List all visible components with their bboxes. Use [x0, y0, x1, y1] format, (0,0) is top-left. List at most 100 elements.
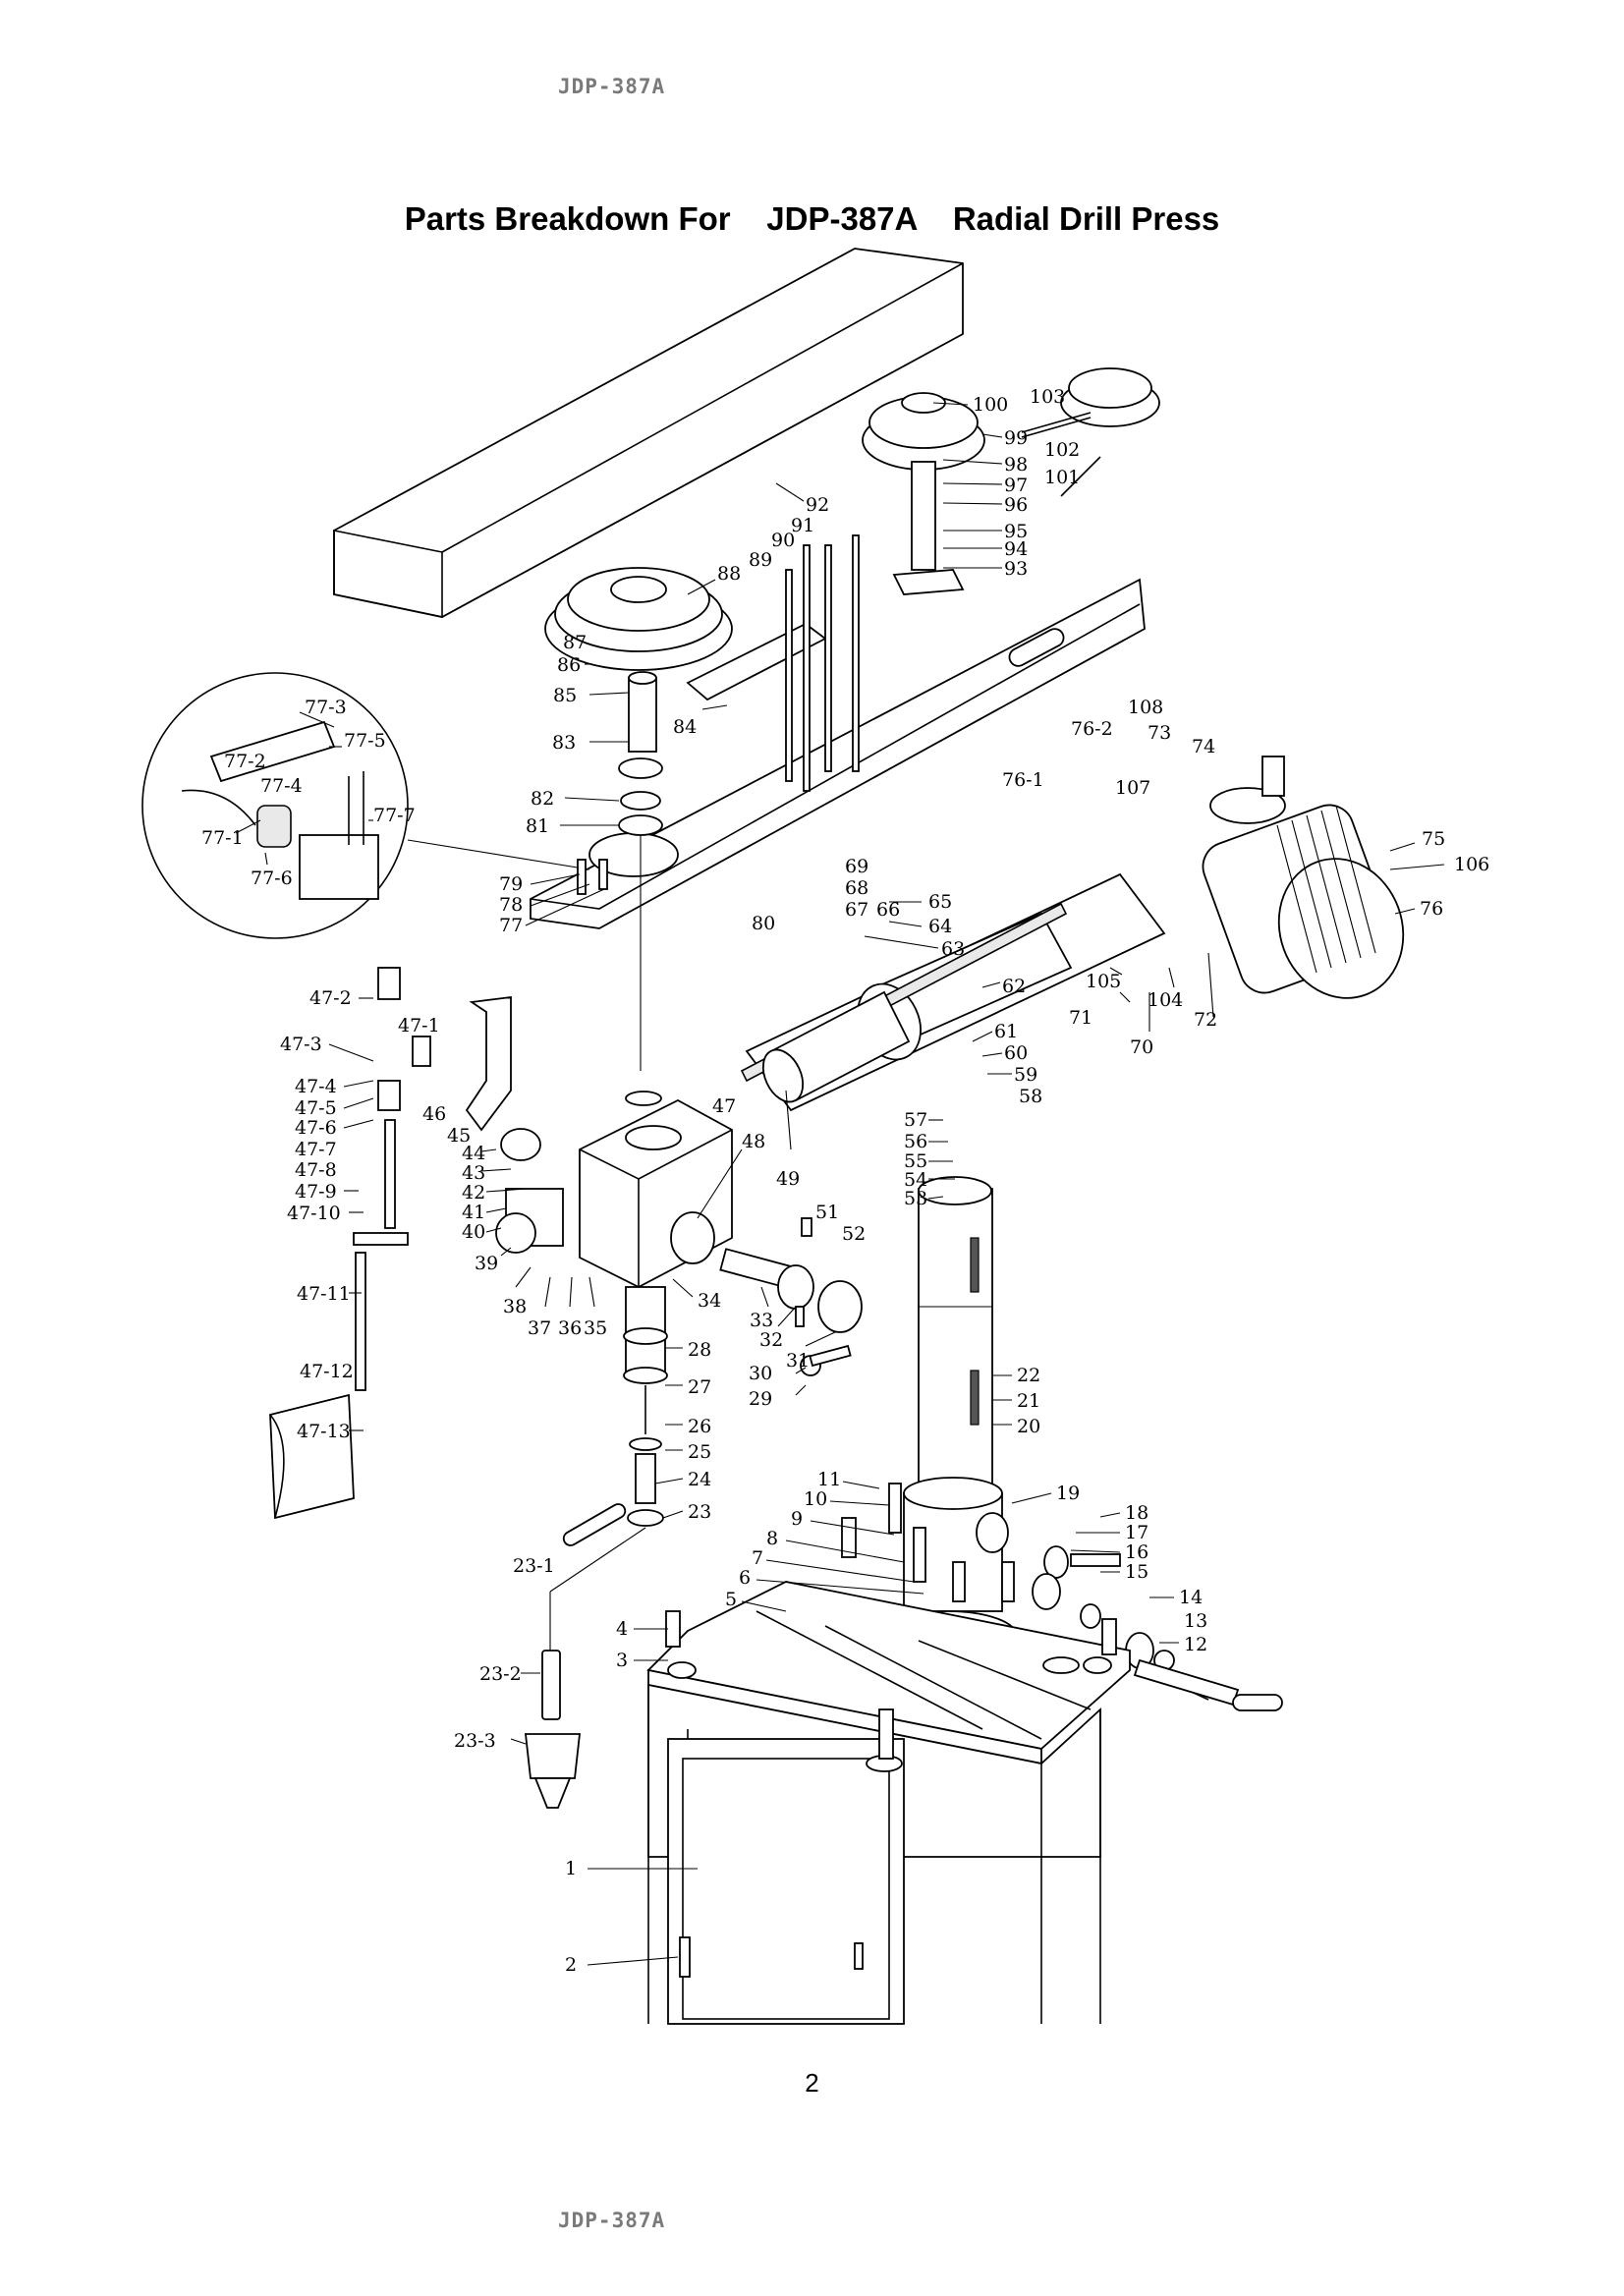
callout-31: 31	[786, 1350, 810, 1372]
callout-47-12: 47-12	[300, 1361, 354, 1382]
column-tube-49	[761, 990, 911, 1103]
callout-47-2: 47-2	[309, 987, 352, 1009]
bracket-46	[465, 995, 512, 1132]
spindle-sleeve	[618, 671, 663, 1071]
drill-chuck	[524, 1650, 582, 1809]
callout-11: 11	[817, 1469, 841, 1490]
callout-75: 75	[1422, 828, 1445, 850]
page-number: 2	[805, 2068, 819, 2098]
motor-pulley-small	[1021, 367, 1160, 497]
callout-38: 38	[503, 1296, 527, 1317]
callout-76-2: 76-2	[1071, 718, 1113, 740]
header-model-mark: JDP-387A	[558, 75, 666, 98]
callout-3: 3	[616, 1650, 628, 1671]
callout-56: 56	[904, 1131, 927, 1152]
callout-34: 34	[698, 1290, 721, 1312]
callout-77-2: 77-2	[224, 751, 266, 772]
callout-71: 71	[1069, 1007, 1092, 1029]
callout-4: 4	[616, 1618, 628, 1640]
switch-detail-circle	[141, 672, 590, 939]
chip-guard	[269, 1393, 355, 1520]
callout-95: 95	[1004, 521, 1028, 542]
callout-22: 22	[1017, 1365, 1040, 1386]
footer-model-mark: JDP-387A	[558, 2209, 666, 2232]
callout-102: 102	[1044, 439, 1080, 461]
callout-104: 104	[1148, 989, 1183, 1011]
callout-55: 55	[904, 1150, 927, 1172]
callout-21: 21	[1017, 1390, 1040, 1412]
switch-box-47-2	[377, 967, 401, 1000]
callout-12: 12	[1184, 1634, 1207, 1655]
callout-48: 48	[742, 1131, 765, 1152]
motor-pulley-stack	[862, 392, 985, 595]
callout-89: 89	[749, 549, 772, 571]
callout-63: 63	[941, 938, 965, 960]
callout-82: 82	[531, 788, 554, 810]
callout-77-5: 77-5	[344, 730, 386, 752]
feed-handle	[562, 1503, 627, 1546]
callout-81: 81	[526, 815, 549, 837]
callout-19: 19	[1056, 1483, 1080, 1504]
callout-90: 90	[771, 530, 795, 551]
callout-5: 5	[725, 1589, 737, 1610]
callout-40: 40	[462, 1221, 485, 1243]
callout-18: 18	[1125, 1502, 1148, 1524]
callout-15: 15	[1125, 1561, 1148, 1583]
callout-85: 85	[553, 685, 577, 706]
callout-14: 14	[1179, 1587, 1203, 1608]
belt-guard-cover	[333, 248, 964, 618]
fasteners	[577, 534, 1117, 1760]
callout-60: 60	[1004, 1042, 1028, 1064]
callout-23: 23	[688, 1501, 711, 1523]
callout-54: 54	[904, 1169, 927, 1191]
callout-47-1: 47-1	[398, 1015, 440, 1036]
callout-70: 70	[1130, 1036, 1153, 1058]
callout-29: 29	[749, 1388, 772, 1410]
callout-65: 65	[928, 891, 952, 913]
callout-27: 27	[688, 1376, 711, 1398]
callout-97: 97	[1004, 475, 1028, 496]
callout-98: 98	[1004, 454, 1028, 476]
callout-59: 59	[1014, 1064, 1037, 1086]
callout-26: 26	[688, 1416, 711, 1437]
callout-labels: 100 103 99 102 98 101 97 96 92 91 95 90 …	[201, 386, 1489, 1976]
callout-25: 25	[688, 1441, 711, 1463]
callout-32: 32	[759, 1329, 783, 1351]
callout-13: 13	[1184, 1610, 1207, 1632]
callout-77: 77	[499, 915, 523, 936]
callout-35: 35	[584, 1317, 607, 1339]
callout-61: 61	[994, 1021, 1018, 1042]
callout-24: 24	[688, 1469, 711, 1490]
callout-57: 57	[904, 1109, 927, 1131]
callout-107: 107	[1115, 777, 1150, 799]
callout-9: 9	[791, 1508, 803, 1530]
callout-37: 37	[528, 1317, 551, 1339]
pinion-shaft	[719, 1248, 863, 1376]
callout-76-1: 76-1	[1002, 769, 1044, 791]
callout-47-7: 47-7	[295, 1139, 337, 1160]
callout-23-1: 23-1	[513, 1555, 555, 1577]
callout-92: 92	[806, 494, 829, 516]
drill-head	[579, 1091, 733, 1289]
callout-77-1: 77-1	[201, 827, 244, 849]
callout-77-3: 77-3	[305, 697, 347, 718]
callout-47-4: 47-4	[295, 1076, 337, 1097]
callout-33: 33	[750, 1310, 773, 1331]
callout-101: 101	[1044, 467, 1080, 488]
callout-23-3: 23-3	[454, 1730, 496, 1752]
callout-1: 1	[565, 1858, 577, 1879]
callout-99: 99	[1004, 427, 1028, 449]
callout-72: 72	[1194, 1009, 1217, 1031]
head-plate	[530, 578, 1146, 929]
callout-47: 47	[712, 1095, 736, 1117]
callout-36: 36	[558, 1317, 582, 1339]
callout-84: 84	[673, 716, 697, 738]
callout-47-8: 47-8	[295, 1159, 337, 1181]
callout-17: 17	[1125, 1522, 1148, 1543]
callout-108: 108	[1128, 697, 1163, 718]
callout-28: 28	[688, 1339, 711, 1361]
callout-58: 58	[1019, 1086, 1042, 1107]
callout-53: 53	[904, 1188, 927, 1209]
callout-30: 30	[749, 1363, 772, 1384]
callout-73: 73	[1148, 722, 1171, 744]
